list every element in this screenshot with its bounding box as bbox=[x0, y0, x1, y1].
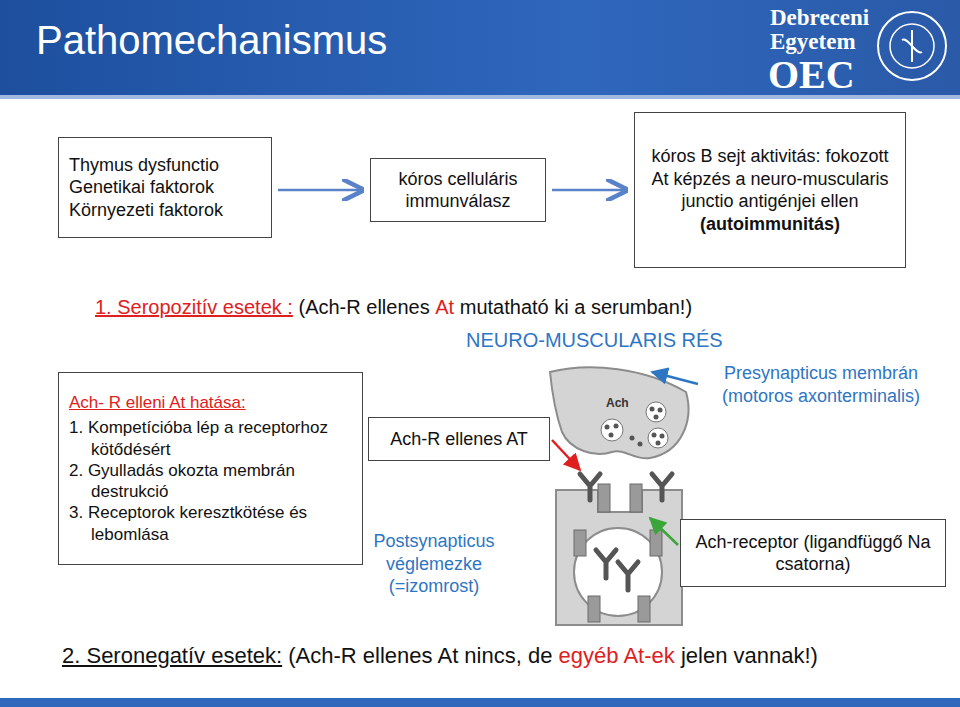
text-line: 1. Seropozitív esetek :(Ach-R ellenes Atm… bbox=[95, 296, 692, 319]
logo-text: Debreceni bbox=[770, 4, 869, 33]
case-heading: 2. Seronegatív esetek: bbox=[62, 643, 282, 669]
receptor-box: Ach-receptor (ligandfüggő Na csatorna) bbox=[680, 519, 946, 587]
part-label: Presynapticus membrán (motoros axontermi… bbox=[690, 362, 952, 407]
box-text: Ach-receptor (ligandfüggő Na csatorna) bbox=[687, 531, 939, 576]
cause-box: Thymus dysfunctio Genetikai faktorok Kör… bbox=[58, 137, 272, 238]
flow-arrow bbox=[278, 189, 362, 192]
leader-arrow bbox=[650, 518, 678, 545]
process-box: kóros B sejt aktivitás: fokozott At képz… bbox=[634, 112, 906, 268]
box-text: kóros B sejt aktivitás: fokozott At képz… bbox=[645, 145, 895, 213]
list-item: 1. Kompetícióba lép a receptorhoz kötődé… bbox=[69, 417, 352, 460]
presynaptic-terminal bbox=[550, 367, 688, 458]
leader-arrow bbox=[652, 372, 698, 384]
note-text: egyéb At-ek bbox=[559, 643, 675, 669]
case-heading: 1. Seropozitív esetek : bbox=[95, 296, 293, 319]
postsynaptic-endplate bbox=[556, 490, 682, 625]
part-label: Ach bbox=[606, 396, 629, 411]
note-text: (Ach-R ellenes bbox=[298, 296, 429, 319]
list-item: 3. Receptorok keresztkötése és lebomlása bbox=[69, 502, 352, 545]
slide-title: Pathomechanismus bbox=[36, 18, 387, 63]
note-text: (Ach-R ellenes At nincs, de bbox=[288, 643, 552, 669]
logo-staff bbox=[902, 30, 922, 62]
leader-arrow bbox=[552, 440, 580, 470]
list-item: 2. Gyulladás okozta membrán destrukció bbox=[69, 460, 352, 503]
logo-text: OEC bbox=[768, 50, 855, 100]
box-text: Ach-R ellenes AT bbox=[375, 428, 543, 451]
process-box: kóros celluláris immunválasz bbox=[370, 158, 546, 222]
antibody-box: Ach-R ellenes AT bbox=[368, 417, 550, 461]
text-line: 2. Seronegatív esetek:(Ach-R ellenes At … bbox=[62, 643, 818, 669]
effect-list-box: Ach- R elleni At hatása: 1. Kompetícióba … bbox=[58, 372, 363, 565]
region-label: NEURO-MUSCULARIS RÉS bbox=[466, 328, 723, 353]
part-label: Postsynapticus véglemezke (=izomrost) bbox=[348, 530, 520, 598]
list-heading: Ach- R elleni At hatása: bbox=[69, 392, 352, 413]
box-text: Thymus dysfunctio Genetikai faktorok Kör… bbox=[69, 154, 261, 222]
footer-bar bbox=[0, 698, 960, 707]
box-text: kóros celluláris immunválasz bbox=[379, 168, 537, 213]
note-text: At bbox=[435, 296, 454, 319]
logo-seal-inner bbox=[890, 24, 934, 68]
box-text: (autoimmunitás) bbox=[645, 213, 895, 236]
note-text: jelen vannak!) bbox=[681, 643, 818, 669]
logo-seal bbox=[878, 12, 946, 80]
note-text: mutatható ki a serumban!) bbox=[460, 296, 692, 319]
ach-receptors bbox=[574, 484, 662, 622]
flow-arrow bbox=[552, 189, 626, 192]
antibodies bbox=[580, 474, 672, 590]
